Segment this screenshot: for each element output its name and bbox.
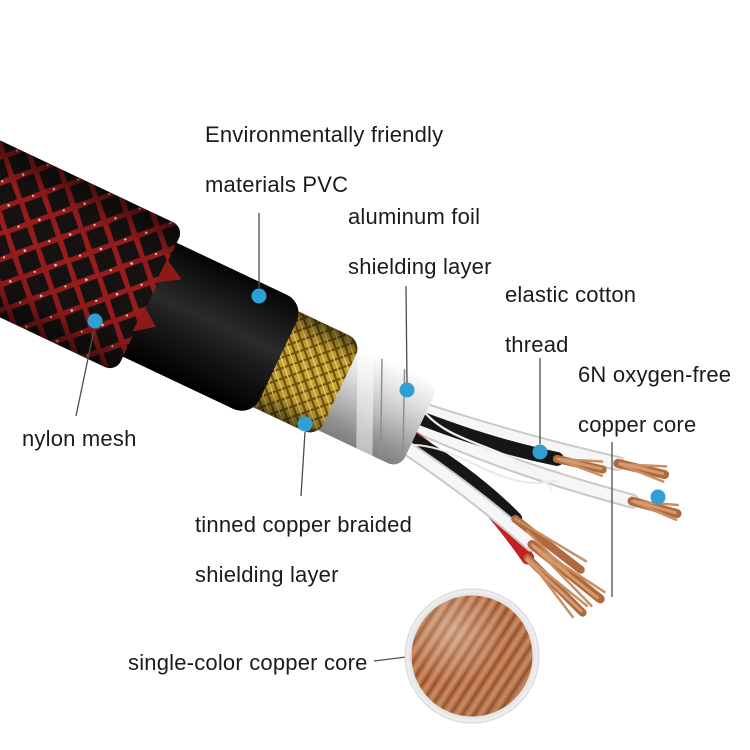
- callout-line-single-color: [373, 656, 407, 662]
- label-tinned-line1: tinned copper braided: [195, 512, 413, 537]
- label-pvc-line1: Environmentally friendly: [205, 122, 444, 147]
- callout-dots: [87, 288, 666, 505]
- label-oxygen-free-copper: 6N oxygen-free copper core: [578, 350, 731, 450]
- nylon-mesh-layer: [0, 86, 182, 369]
- label-cotton-line1: elastic cotton: [505, 282, 637, 307]
- callout-dot-pvc: [251, 288, 267, 304]
- callout-line-aluminum: [405, 285, 408, 384]
- copper-core-inset: [404, 588, 540, 724]
- label-tinned-line2: shielding layer: [195, 562, 339, 587]
- callout-line-tinned: [300, 431, 306, 497]
- copper-highlights: [525, 457, 677, 613]
- label-elastic-cotton: elastic cotton thread: [505, 270, 636, 370]
- label-oxygen-line2: copper core: [578, 412, 697, 437]
- callout-dot-aluminum: [399, 382, 415, 398]
- label-nylon-mesh: nylon mesh: [22, 414, 137, 464]
- label-tinned-copper: tinned copper braided shielding layer: [195, 500, 412, 600]
- label-cotton-line2: thread: [505, 332, 569, 357]
- label-single-color-copper: single-color copper core: [128, 638, 368, 688]
- label-pvc-material: Environmentally friendly materials PVC: [205, 110, 443, 210]
- callout-dot-nylon: [87, 313, 103, 329]
- label-aluminum-foil: aluminum foil shielding layer: [348, 192, 492, 292]
- label-single-text: single-color copper core: [128, 650, 368, 675]
- cotton-threads: [400, 403, 558, 492]
- callout-lines: [75, 213, 613, 662]
- label-oxygen-line1: 6N oxygen-free: [578, 362, 732, 387]
- callout-dot-copper-core: [650, 489, 666, 505]
- label-aluminum-line1: aluminum foil: [348, 204, 481, 229]
- callout-dot-cotton: [532, 444, 548, 460]
- label-aluminum-line2: shielding layer: [348, 254, 492, 279]
- callout-dot-tinned: [297, 416, 313, 432]
- cable-body: [0, 86, 682, 619]
- label-pvc-line2: materials PVC: [205, 172, 349, 197]
- label-nylon-text: nylon mesh: [22, 426, 137, 451]
- callout-line-nylon: [75, 329, 95, 417]
